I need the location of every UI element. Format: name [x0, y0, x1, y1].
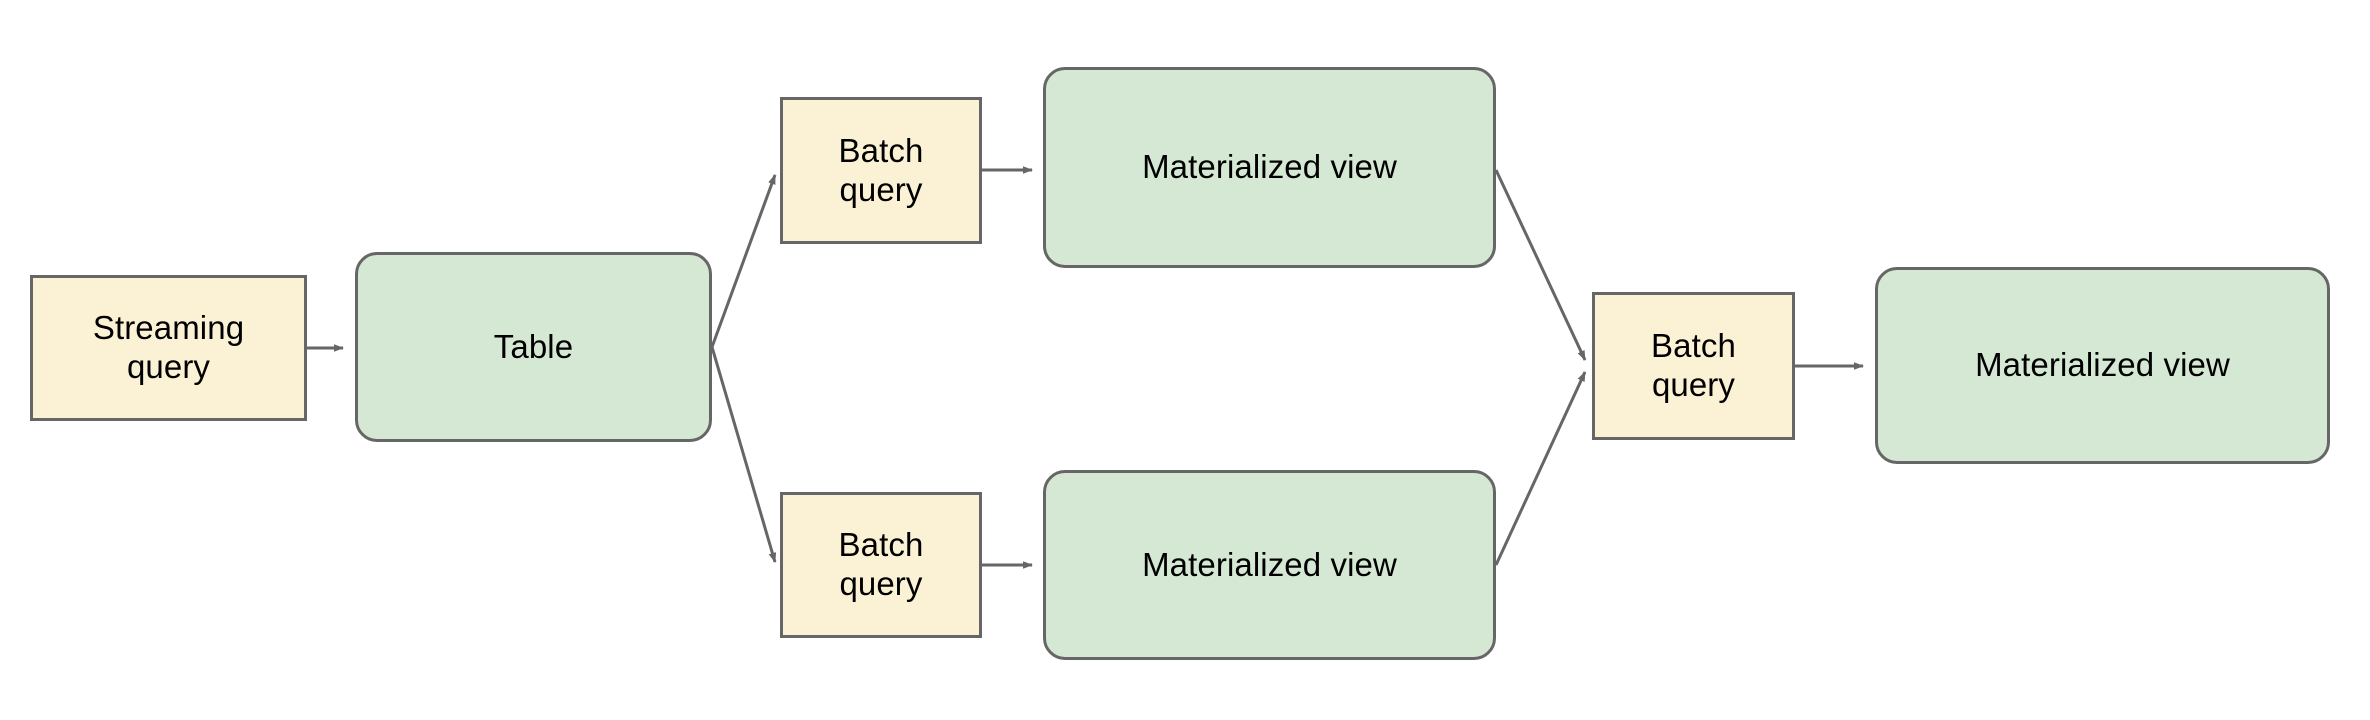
node-materialized-view-top[interactable]: Materialized view: [1043, 67, 1496, 268]
edge-table-to-batch-query-top: [710, 174, 777, 348]
node-label: Table: [493, 327, 574, 365]
node-label: Batch query: [1651, 327, 1736, 403]
edge-table-to-batch-query-bottom: [710, 346, 777, 563]
node-label: Streaming query: [92, 309, 245, 385]
edge-materialized-view-bottom-to-batch-query-merge: [1494, 371, 1587, 566]
node-batch-query-top[interactable]: Batch query: [780, 97, 982, 244]
node-batch-query-merge[interactable]: Batch query: [1592, 292, 1795, 440]
node-batch-query-bottom[interactable]: Batch query: [780, 492, 982, 638]
node-label: Materialized view: [1142, 148, 1397, 186]
node-materialized-view-bottom[interactable]: Materialized view: [1043, 470, 1496, 660]
node-label: Batch query: [838, 526, 924, 602]
node-label: Materialized view: [1142, 545, 1397, 583]
node-streaming-query[interactable]: Streaming query: [30, 275, 307, 421]
node-materialized-view-final[interactable]: Materialized view: [1875, 267, 2330, 464]
node-table[interactable]: Table: [355, 252, 712, 442]
node-label: Batch query: [838, 131, 924, 208]
edge-materialized-view-top-to-batch-query-merge: [1494, 169, 1587, 361]
node-label: Materialized view: [1975, 346, 2230, 384]
